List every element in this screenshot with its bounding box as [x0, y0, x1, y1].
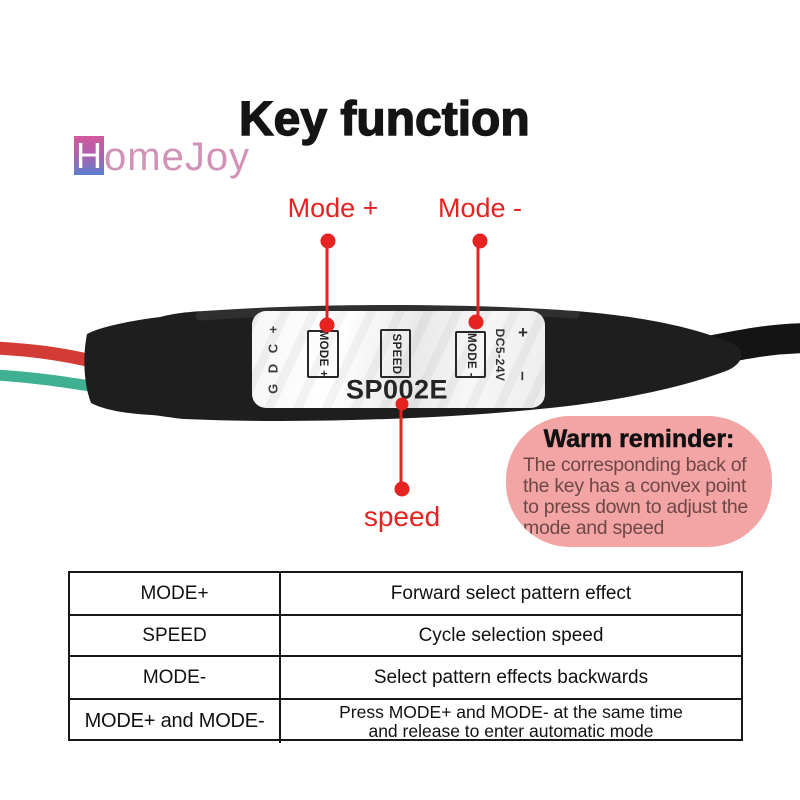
callout-dot	[394, 481, 410, 497]
table-cell-desc: Forward select pattern effect	[279, 573, 741, 614]
callout-speed: speed	[363, 501, 441, 532]
table-cell-key: MODE+ and MODE-	[70, 698, 279, 743]
device-label-sticker	[252, 311, 545, 408]
speed-key: SPEED	[380, 329, 411, 378]
warm-reminder-bubble: Warm reminder: The corresponding back of…	[506, 416, 772, 547]
table-cell-desc: Cycle selection speed	[279, 614, 741, 655]
polarity-plus-marking: +	[518, 323, 528, 342]
page-title: Key function	[238, 92, 530, 146]
mode-minus-key-label: MODE -	[464, 332, 477, 377]
table-cell-desc: Select pattern effects backwards	[279, 655, 741, 698]
callout-dot	[319, 317, 335, 333]
callout-line-mode-plus	[325, 246, 329, 325]
callout-line-mode-minus	[476, 246, 480, 321]
logo-h-badge: H	[74, 135, 104, 176]
key-function-table: MODE+ Forward select pattern effect SPEE…	[68, 571, 743, 743]
callout-mode-minus: Mode -	[437, 193, 523, 223]
table-cell-key: SPEED	[70, 614, 279, 655]
polarity-minus-marking: –	[514, 371, 533, 381]
callout-line-speed	[399, 406, 403, 488]
callout-dot	[320, 233, 336, 249]
mode-minus-key: MODE -	[455, 331, 486, 378]
red-wire	[0, 341, 103, 369]
callout-mode-plus: Mode +	[287, 193, 379, 223]
speed-key-label: SPEED	[389, 333, 402, 374]
table-cell-desc: Press MODE+ and MODE- at the same time a…	[279, 698, 741, 743]
logo-text: omeJoy	[104, 135, 251, 179]
voltage-marking: DC5-24V	[493, 328, 507, 382]
mode-plus-key-label: MODE +	[317, 330, 329, 378]
table-cell-key: MODE-	[70, 655, 279, 698]
pin-markings: G D C +	[265, 322, 281, 394]
callout-dot	[468, 314, 484, 330]
table-cell-key: MODE+	[140, 582, 209, 604]
callout-dot	[472, 233, 488, 249]
warm-reminder-title: Warm reminder:	[543, 425, 735, 454]
mode-plus-key: MODE +	[307, 330, 339, 378]
warm-reminder-text: The corresponding back of the key has a …	[523, 454, 748, 539]
callout-dot	[395, 397, 409, 411]
brand-logo: H omeJoy	[74, 136, 250, 178]
